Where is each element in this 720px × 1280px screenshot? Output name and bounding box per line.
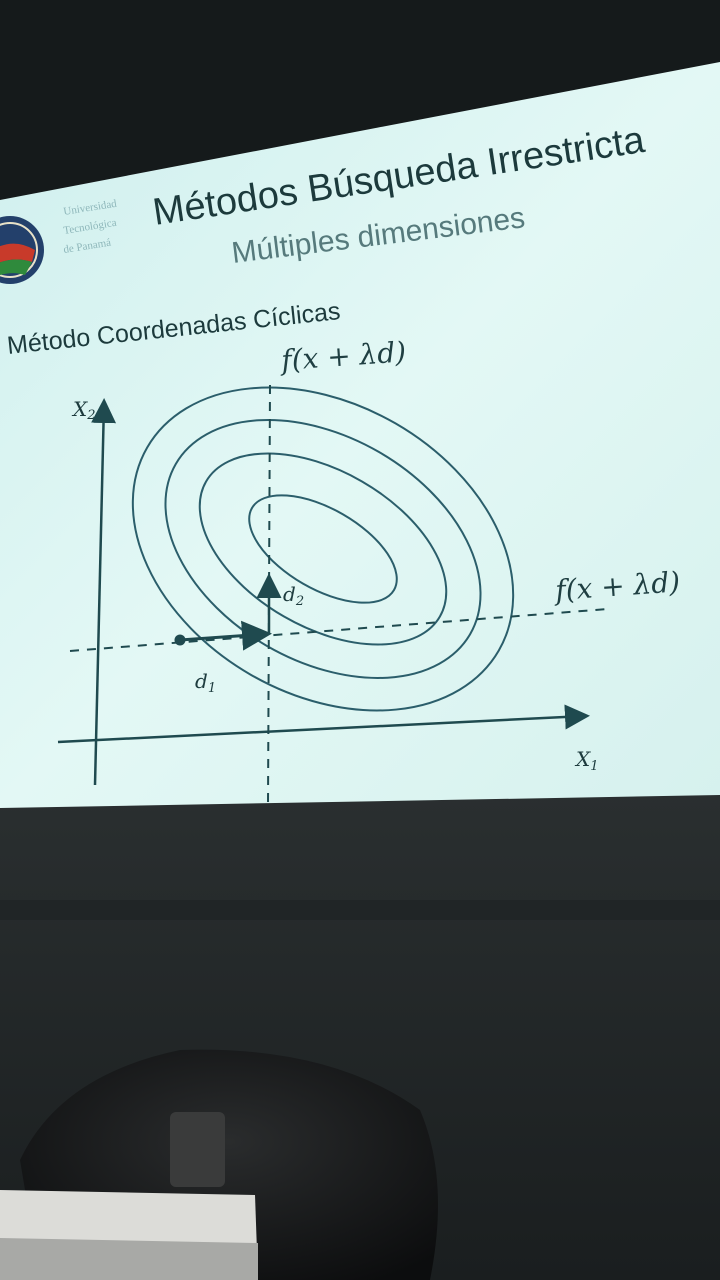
contour-ellipse-outer xyxy=(131,386,515,712)
y-axis xyxy=(91,398,117,786)
horizontal-dashed-line xyxy=(69,608,609,652)
desk-edge-shadow xyxy=(0,1238,258,1280)
contour-ellipse-inner xyxy=(248,494,398,604)
x-axis-label-subscript: 1 xyxy=(590,759,598,774)
direction-2-label-subscript: 2 xyxy=(295,594,304,609)
direction-1-arrow xyxy=(179,620,272,651)
x-axis-label: X1 xyxy=(574,747,599,774)
contour-ellipse-2 xyxy=(198,452,448,646)
logo-seal-red xyxy=(0,243,35,263)
x-axis-label-main: X xyxy=(574,747,591,771)
x-axis xyxy=(57,704,590,744)
direction-2-label-main: d xyxy=(283,582,296,606)
direction-2-label: d2 xyxy=(283,582,304,609)
direction-1-label: d1 xyxy=(195,669,216,696)
y-axis-label: X2 xyxy=(71,397,96,423)
y-axis-label-main: X xyxy=(71,397,88,421)
direction-1-label-subscript: 1 xyxy=(208,681,216,696)
projection-screen xyxy=(0,62,720,808)
direction-1-label-main: d xyxy=(195,669,208,693)
university-logo: Universidad Tecnológica de Panamá xyxy=(0,198,118,284)
logo-seal-green xyxy=(0,259,32,276)
wall-band xyxy=(0,900,720,920)
logo-seal-ring xyxy=(0,222,38,278)
y-axis-label-subscript: 2 xyxy=(86,408,95,423)
foreground-cup xyxy=(170,1112,225,1187)
